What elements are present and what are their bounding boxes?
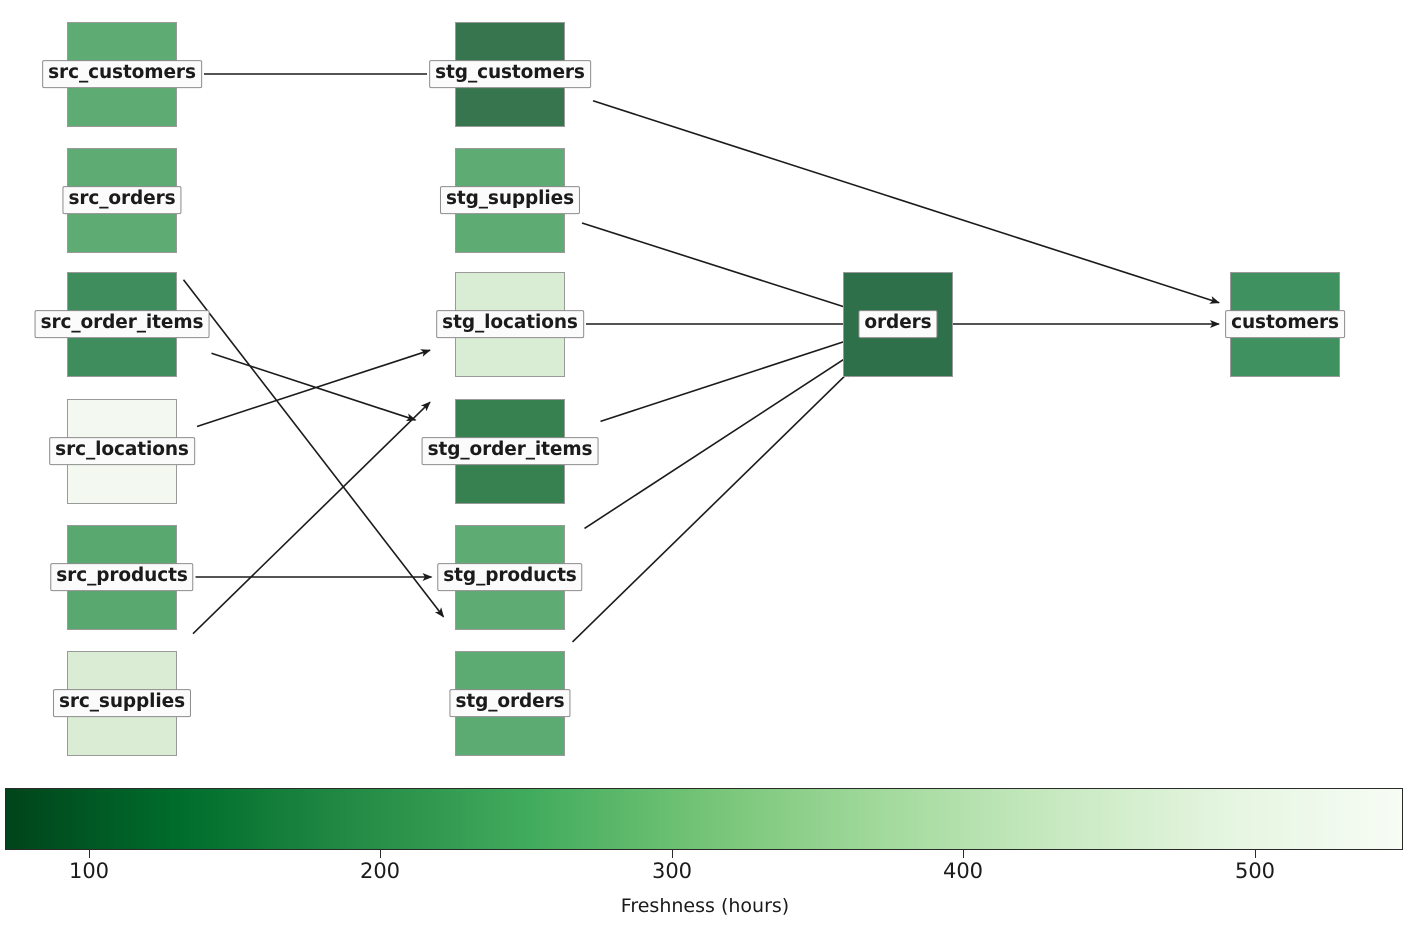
edges: [182, 73, 1220, 643]
node-label-stg_products[interactable]: stg_products: [437, 563, 583, 591]
edge-src_order_items-to-stg_order_items: [211, 352, 417, 422]
node-label-stg_supplies[interactable]: stg_supplies: [439, 186, 581, 214]
node-label-stg_locations[interactable]: stg_locations: [436, 310, 584, 338]
node-label-src_orders[interactable]: src_orders: [62, 186, 182, 214]
edge-src_orders-to-stg_orders: [182, 279, 445, 618]
colorbar-tick-label-300: 300: [651, 859, 693, 883]
colorbar: 100 200 300 400 500 Freshness (hours): [0, 780, 1410, 926]
node-label-stg_order_items[interactable]: stg_order_items: [421, 437, 599, 465]
colorbar-axis-label: Freshness (hours): [620, 895, 790, 917]
colorbar-tick-label-100: 100: [68, 859, 110, 883]
edge-src_locations-to-stg_locations: [196, 349, 431, 428]
edge-stg_supplies-to-orders: [581, 222, 854, 311]
colorbar-tick-100: [89, 850, 90, 858]
colorbar-tick-400: [963, 850, 964, 858]
node-label-src_supplies[interactable]: src_supplies: [52, 689, 192, 717]
node-label-src_locations[interactable]: src_locations: [49, 437, 195, 465]
node-label-stg_customers[interactable]: stg_customers: [429, 60, 591, 88]
edge-src_supplies-to-stg_locations: [192, 401, 431, 635]
colorbar-tick-500: [1255, 850, 1256, 858]
colorbar-tick-label-200: 200: [359, 859, 401, 883]
node-label-stg_orders[interactable]: stg_orders: [449, 689, 571, 717]
node-label-src_customers[interactable]: src_customers: [42, 60, 202, 88]
node-label-customers[interactable]: customers: [1225, 310, 1345, 338]
colorbar-tick-label-500: 500: [1234, 859, 1276, 883]
colorbar-tick-200: [380, 850, 381, 858]
node-label-orders[interactable]: orders: [858, 310, 938, 338]
colorbar-gradient: [5, 788, 1403, 850]
node-label-src_products[interactable]: src_products: [50, 563, 194, 591]
colorbar-tick-label-400: 400: [942, 859, 984, 883]
colorbar-tick-300: [672, 850, 673, 858]
node-label-src_order_items[interactable]: src_order_items: [34, 310, 210, 338]
edge-layer: [182, 73, 1220, 643]
edge-stg_products-to-orders: [584, 352, 854, 530]
edge-stg_orders-to-orders: [571, 367, 854, 643]
edge-stg_order_items-to-orders: [600, 337, 854, 423]
